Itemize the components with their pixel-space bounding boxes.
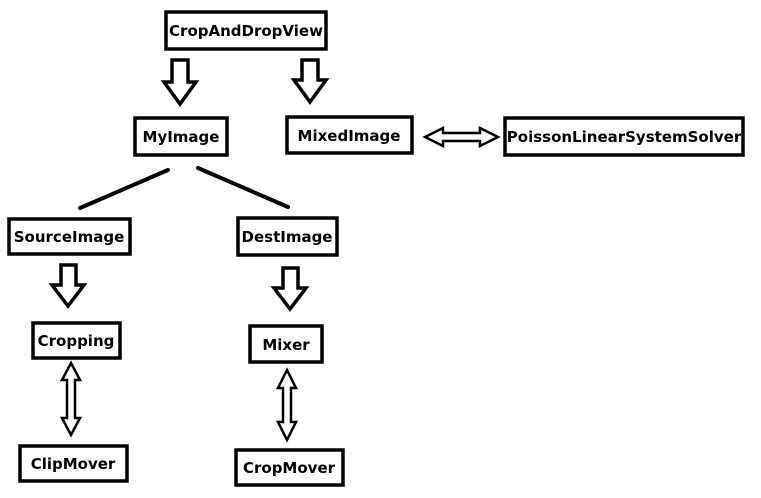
node-mixedimage-label: MixedImage xyxy=(298,127,401,145)
node-destimage: DestImage xyxy=(236,216,339,257)
node-poisson-label: PoissonLinearSystemSolver xyxy=(507,128,742,146)
node-mixer-label: Mixer xyxy=(262,336,310,354)
node-cropping: Cropping xyxy=(31,321,122,360)
node-sourceimage-label: SourceImage xyxy=(14,228,125,246)
node-clipmover-label: ClipMover xyxy=(31,455,116,473)
node-cropmover-label: CropMover xyxy=(243,459,336,477)
arrow-cropanddropview-to-myimage xyxy=(160,58,200,107)
node-mixedimage: MixedImage xyxy=(285,115,414,155)
node-cropanddropview: CropAndDropView xyxy=(164,10,328,51)
node-cropping-label: Cropping xyxy=(38,332,115,350)
node-myimage-label: MyImage xyxy=(143,128,220,146)
double-arrow-mixer-cropmover xyxy=(275,367,299,443)
line-myimage-to-sourceimage xyxy=(78,168,170,210)
node-destimage-label: DestImage xyxy=(242,228,333,246)
node-sourceimage: SourceImage xyxy=(7,217,132,256)
double-arrow-cropping-clipmover xyxy=(59,360,83,438)
arrow-sourceimage-to-cropping xyxy=(48,263,88,309)
double-arrow-mixedimage-poisson xyxy=(422,125,501,149)
arrow-cropanddropview-to-mixedimage xyxy=(290,58,330,105)
node-poisson: PoissonLinearSystemSolver xyxy=(503,116,745,157)
node-clipmover: ClipMover xyxy=(18,444,129,483)
line-myimage-to-destimage xyxy=(196,166,290,209)
node-cropanddropview-label: CropAndDropView xyxy=(169,22,323,40)
node-cropmover: CropMover xyxy=(234,448,345,487)
node-mixer: Mixer xyxy=(248,324,324,364)
arrow-destimage-to-mixer xyxy=(270,266,310,312)
node-myimage: MyImage xyxy=(133,116,229,157)
